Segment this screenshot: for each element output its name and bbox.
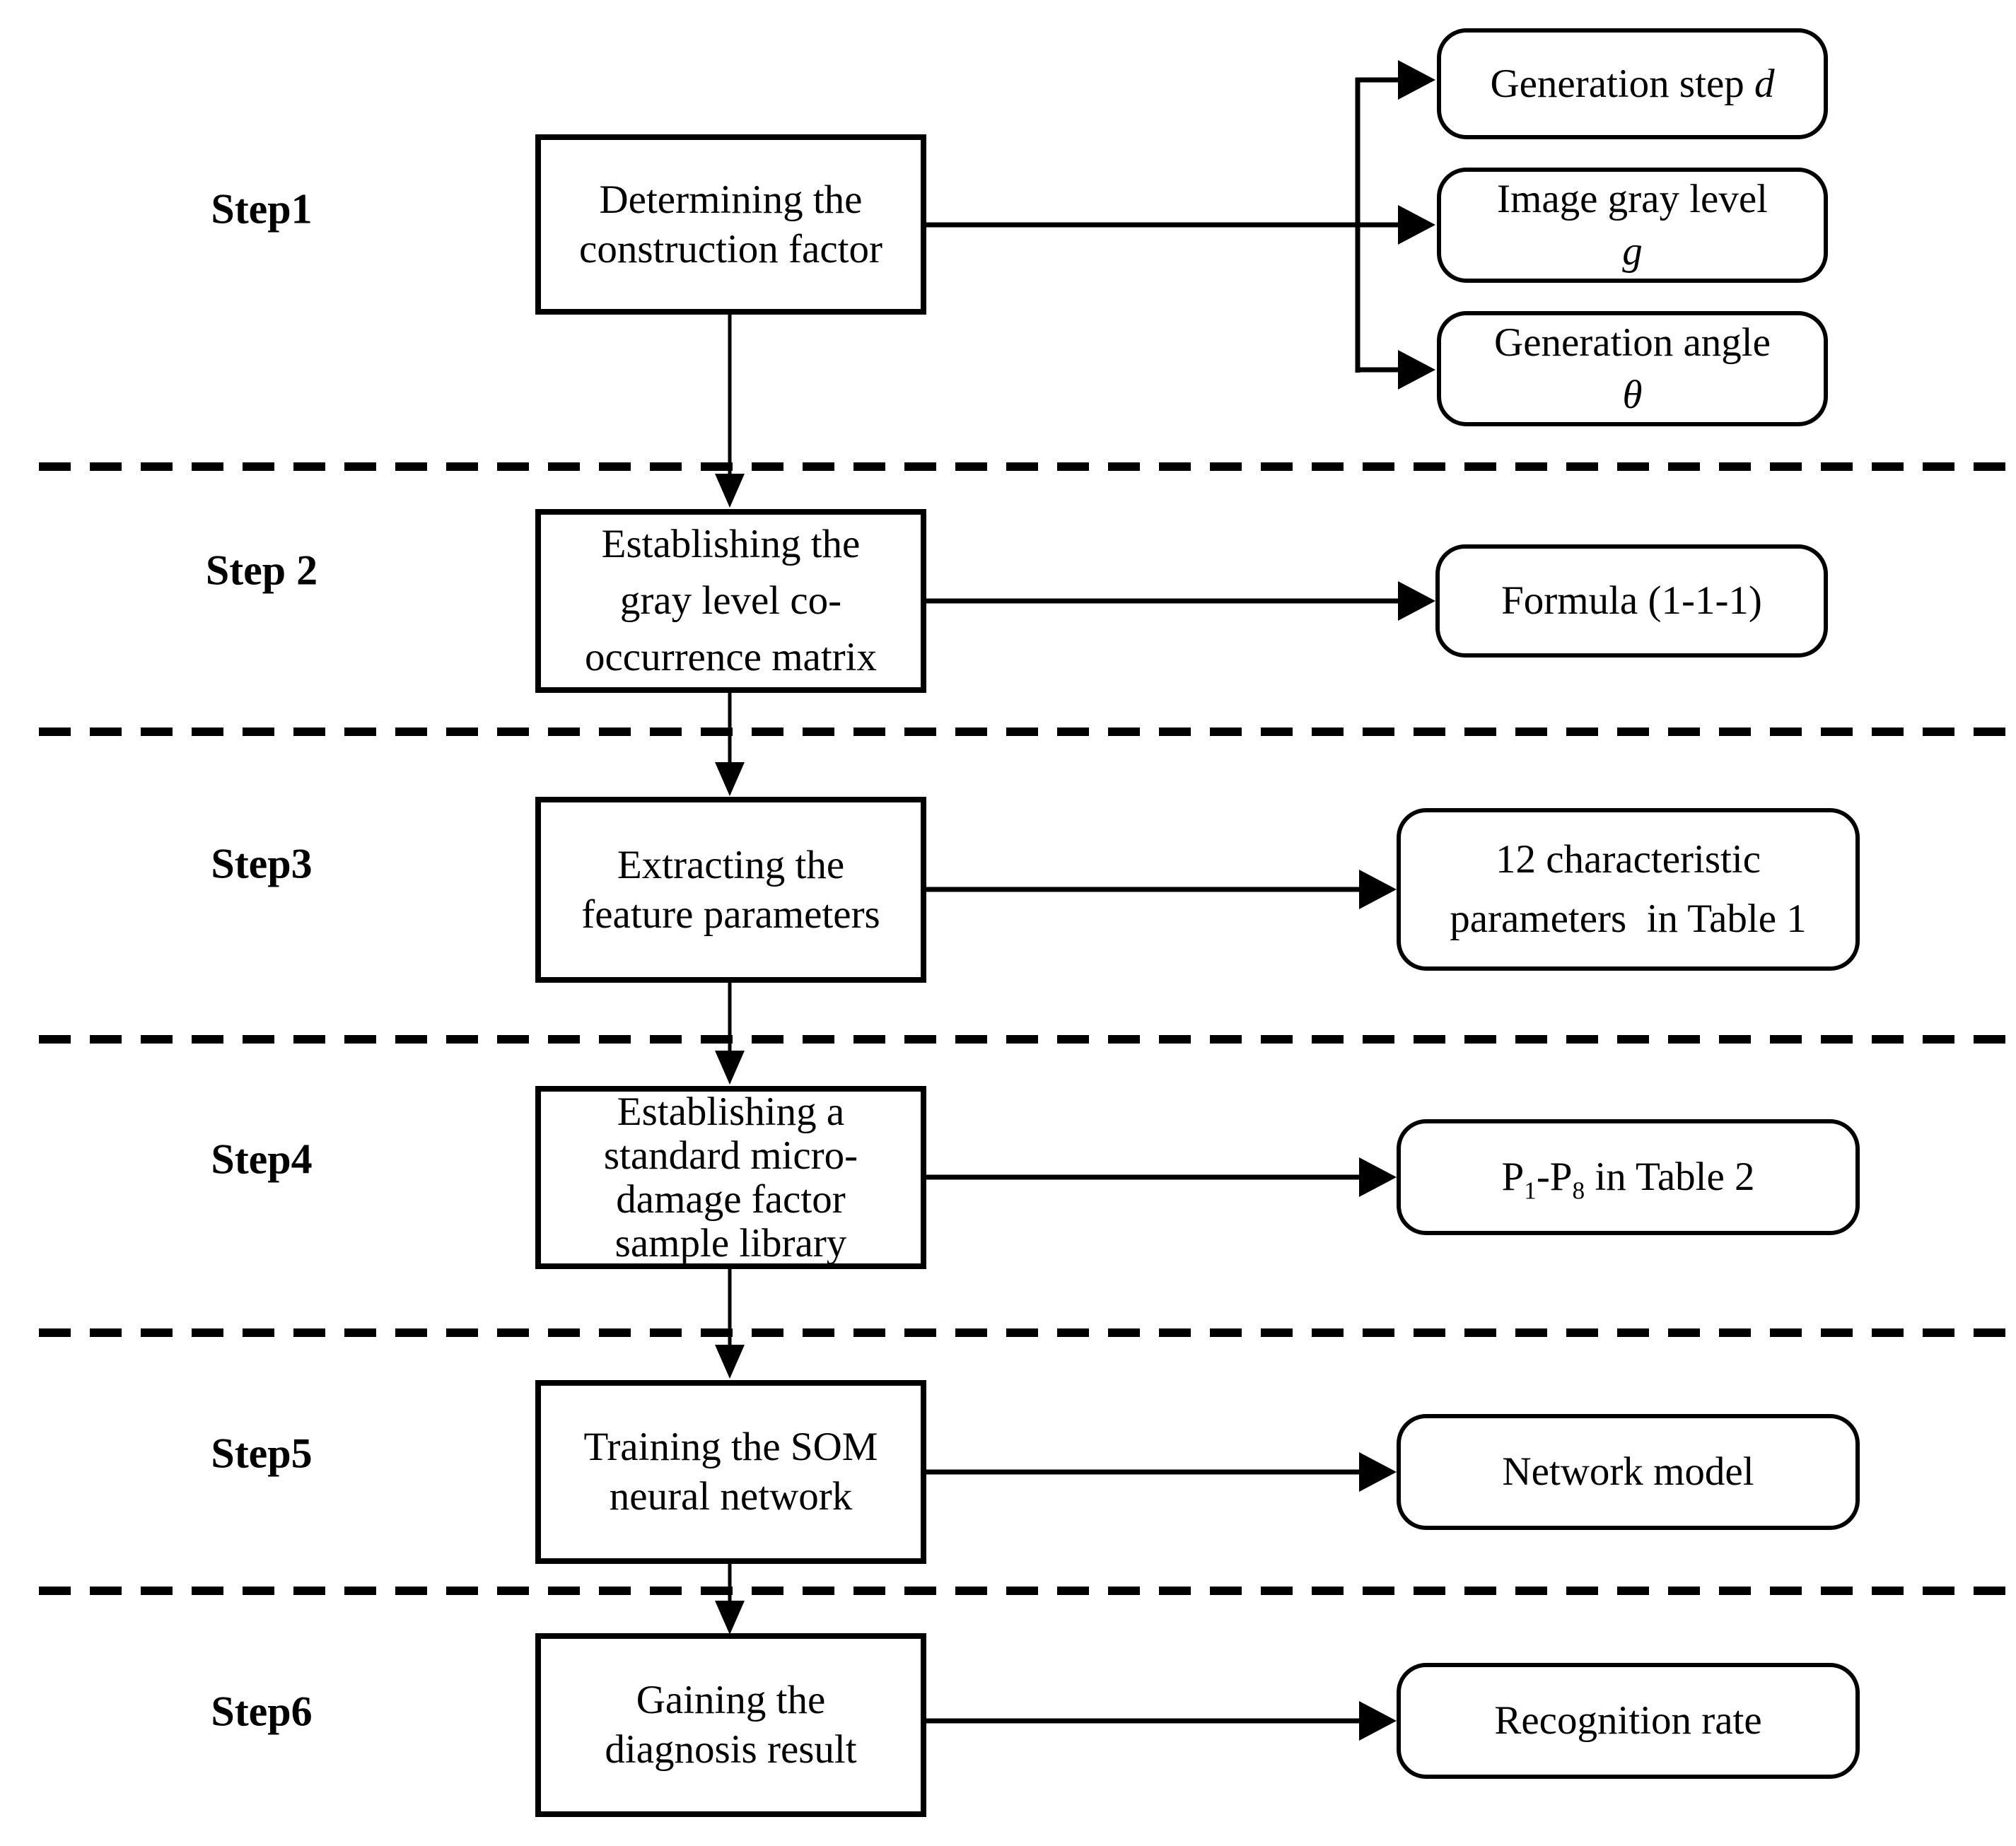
step-label-6: Step6 (211, 1688, 313, 1735)
process-box-step6: Gaining the diagnosis result (535, 1633, 926, 1817)
process-text-line: occurrence matrix (585, 635, 877, 679)
step-label-4: Step4 (211, 1135, 313, 1183)
process-text-line: sample library (614, 1220, 847, 1266)
process-text-line: damage factor (616, 1176, 846, 1222)
output-text-line: parameters in Table 1 (1450, 896, 1807, 941)
output-box-generation-angle: Generation angle θ (1437, 311, 1828, 426)
output-box-recognition-rate: Recognition rate (1397, 1663, 1860, 1779)
process-text-line: neural network (609, 1474, 853, 1519)
output-text-line: Generation step d (1490, 61, 1775, 106)
output-text-line: P1-P8 in Table 2 (1501, 1155, 1755, 1205)
arrowhead-down-icon (715, 1051, 745, 1085)
process-text-line: Determining the (599, 177, 863, 222)
process-text-line: gray level co- (619, 578, 842, 623)
arrowhead-right-icon (1398, 205, 1435, 245)
process-box-step3: Extracting the feature parameters (535, 797, 926, 983)
output-text-line: g (1622, 228, 1643, 274)
output-box-network-model: Network model (1397, 1414, 1860, 1530)
output-text-line: 12 characteristic (1495, 837, 1761, 882)
arrowhead-down-icon (715, 474, 745, 508)
process-box-step5: Training the SOM neural network (535, 1380, 926, 1564)
process-text-line: feature parameters (581, 892, 880, 937)
arrowhead-right-icon (1359, 870, 1397, 909)
arrowhead-right-icon (1398, 60, 1435, 100)
arrowhead-right-icon (1359, 1157, 1397, 1197)
process-text-line: Gaining the (636, 1678, 826, 1722)
process-text-line: standard micro- (603, 1133, 858, 1178)
output-text-line: Image gray level (1497, 176, 1768, 221)
arrowhead-down-icon (715, 1601, 745, 1635)
arrowhead-right-icon (1359, 1701, 1397, 1741)
output-box-p1-p8-table2: P1-P8 in Table 2 (1397, 1119, 1860, 1235)
arrowhead-right-icon (1398, 581, 1435, 621)
step-label-5: Step5 (211, 1430, 313, 1477)
step-label-2: Step 2 (205, 547, 318, 594)
process-text-line: Establishing a (617, 1089, 845, 1134)
output-text-line: Generation angle (1494, 320, 1771, 365)
arrowhead-down-icon (715, 1345, 745, 1379)
output-box-generation-step: Generation step d (1437, 28, 1828, 139)
arrowhead-down-icon (715, 762, 745, 796)
process-text-line: diagnosis result (605, 1727, 857, 1772)
output-text-line: Formula (1-1-1) (1501, 578, 1762, 623)
process-text-line: Establishing the (601, 522, 861, 566)
output-box-characteristic-parameters: 12 characteristic parameters in Table 1 (1397, 808, 1860, 971)
output-text-line: θ (1622, 372, 1643, 417)
output-text-line: Recognition rate (1494, 1698, 1762, 1743)
output-box-formula: Formula (1-1-1) (1435, 544, 1828, 658)
arrowhead-right-icon (1398, 350, 1435, 390)
process-box-step4: Establishing a standard micro- damage fa… (535, 1086, 926, 1269)
process-box-step2: Establishing the gray level co- occurren… (535, 509, 926, 693)
process-text-line: Training the SOM (583, 1425, 878, 1469)
output-text-line: Network model (1502, 1449, 1754, 1494)
step-label-3: Step3 (211, 840, 313, 887)
process-text-line: construction factor (579, 226, 882, 271)
step-label-1: Step1 (211, 185, 313, 233)
process-box-step1: Determining the construction factor (535, 134, 926, 315)
arrowhead-right-icon (1359, 1452, 1397, 1492)
output-box-image-gray-level: Image gray level g (1437, 168, 1828, 283)
process-text-line: Extracting the (617, 842, 845, 887)
